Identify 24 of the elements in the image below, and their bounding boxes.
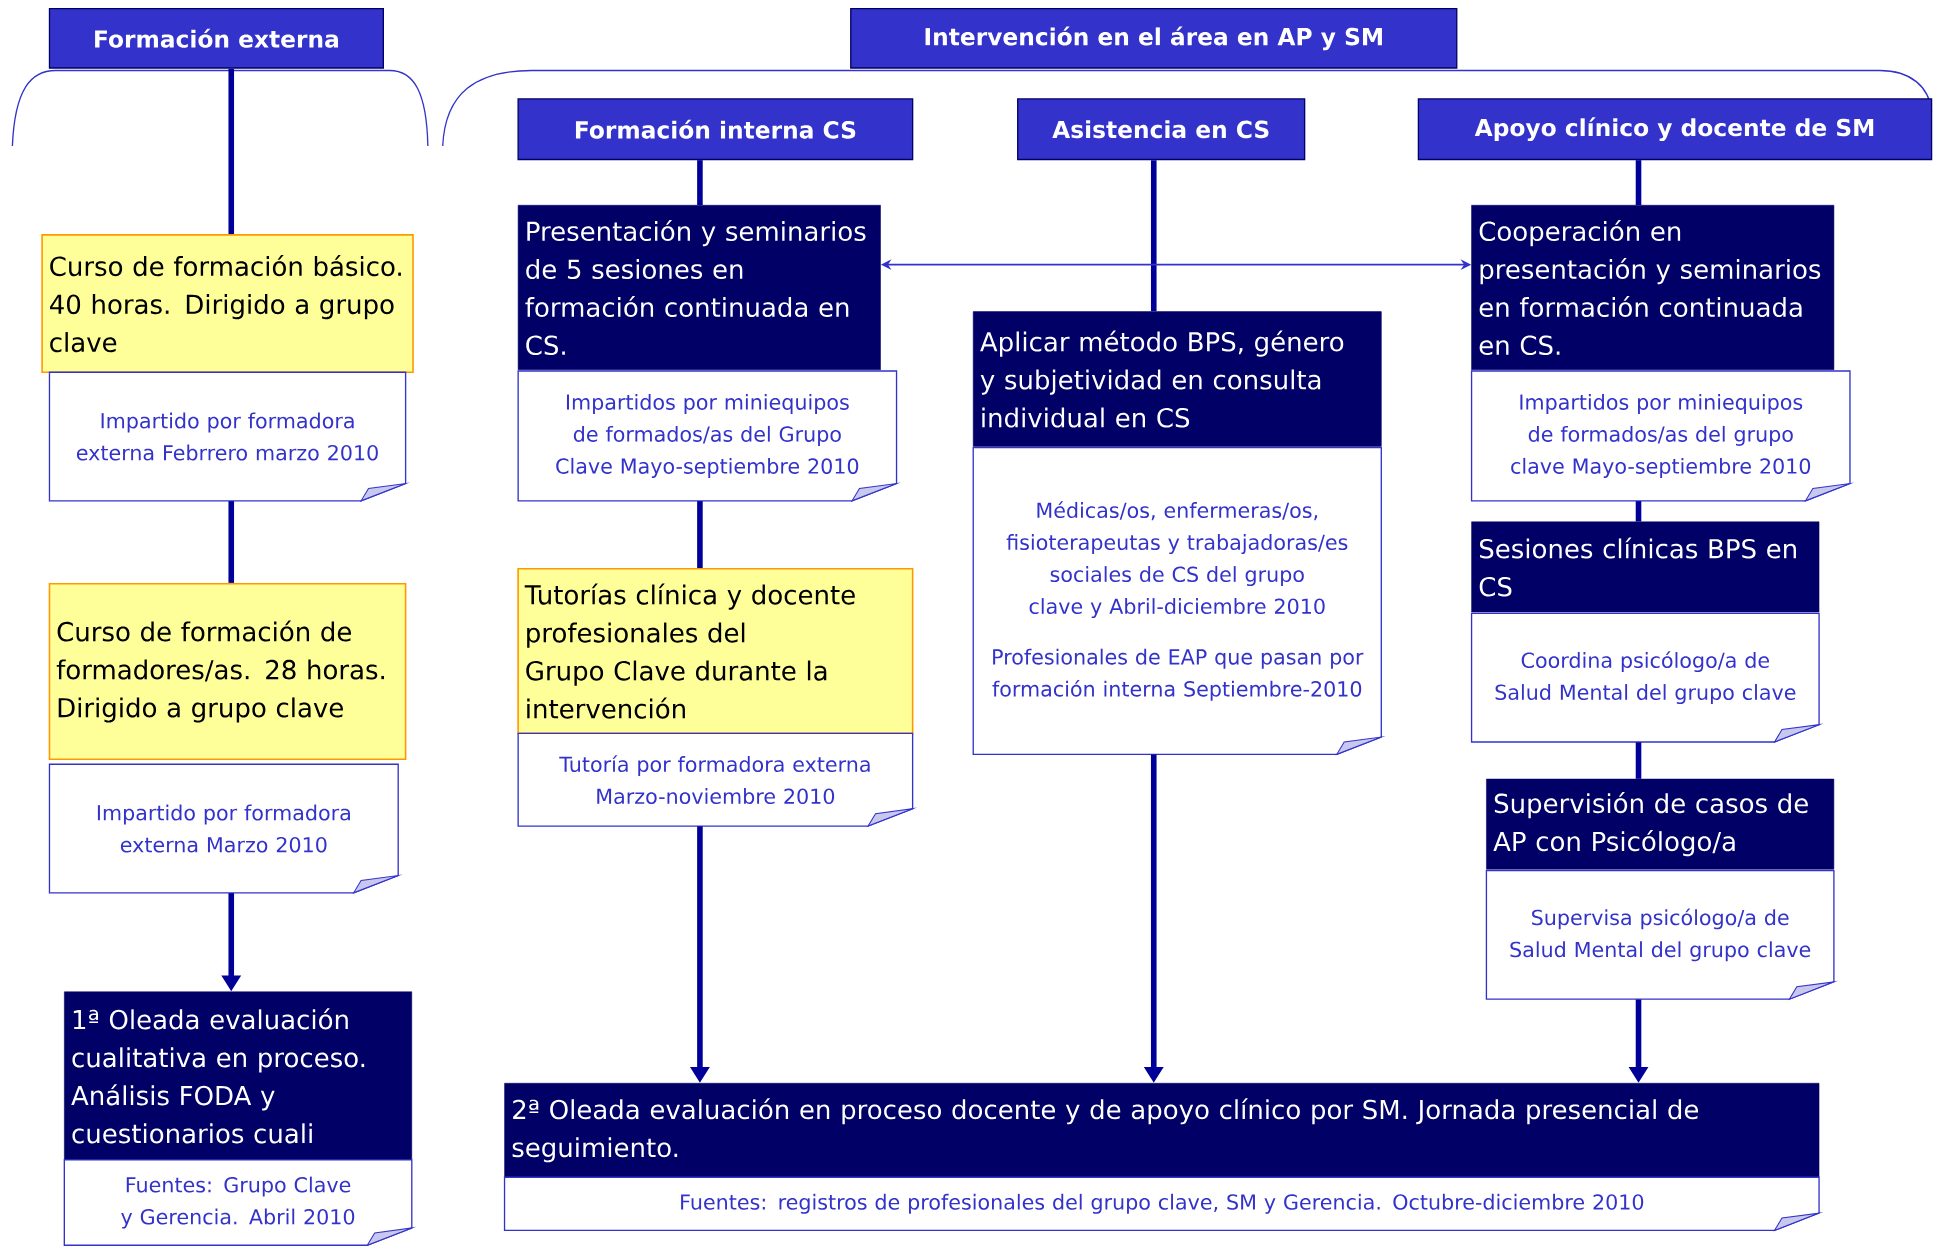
connector xyxy=(228,68,235,234)
activity-box: Cooperación en presentación y seminarios en formación continuada en CS. xyxy=(1471,204,1835,370)
activity-box: 2ª Oleada evaluación en proceso docente y de apoyo clínico por SM. Jornada presencial de seguimiento. xyxy=(504,1082,1820,1178)
connector xyxy=(228,500,235,583)
activity-box: Presentación y seminarios de 5 sesiones en formación continuada en CS. xyxy=(517,204,881,370)
connector xyxy=(1150,159,1157,312)
course-box: Curso de formación básico. 40 horas. Dirigido a grupo clave xyxy=(41,233,414,373)
header-box: Apoyo clínico y docente de SM xyxy=(1417,98,1933,160)
activity-box: Supervisión de casos de AP con Psicólogo/a xyxy=(1486,778,1835,870)
activity-box: 1ª Oleada evaluación cualitativa en proceso. Análisis FODA y cuestionarios cuali xyxy=(64,991,413,1160)
connector xyxy=(1635,159,1642,205)
header-box: Formación interna CS xyxy=(517,98,914,160)
connector xyxy=(1635,500,1642,522)
header-box: Intervención en el área en AP y SM xyxy=(850,7,1458,69)
node-label: Fuentes: Grupo Clave y Gerencia. Abril 2010 xyxy=(121,1176,355,1229)
header-box: Formación externa xyxy=(48,7,384,69)
connector xyxy=(697,159,703,205)
activity-box: Sesiones clínicas BPS en CS xyxy=(1471,521,1820,613)
connector xyxy=(1635,742,1642,779)
course-box: Curso de formación de formadores/as. 28 horas. Dirigido a grupo clave xyxy=(48,582,407,760)
header-box: Asistencia en CS xyxy=(1017,98,1306,160)
connector xyxy=(697,500,703,568)
course-box: Tutorías clínica y docente profesionales del Grupo Clave durante la intervención xyxy=(517,567,914,734)
activity-box: Aplicar método BPS, género y subjetividad en consulta individual en CS xyxy=(972,311,1382,447)
